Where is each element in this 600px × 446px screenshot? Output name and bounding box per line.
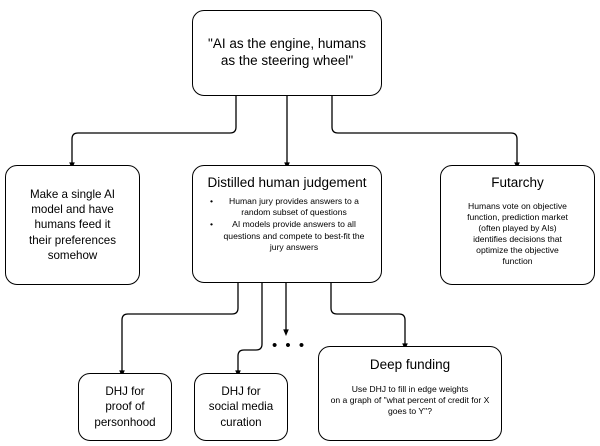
distilled-bullet-list: • Human jury provides answers to a rando…: [199, 196, 375, 255]
node-distilled-human-judgement[interactable]: Distilled human judgement • Human jury p…: [192, 165, 382, 283]
node-ai-engine-humans-steering[interactable]: "AI as the engine, humans as the steerin…: [192, 10, 382, 96]
node-futarchy[interactable]: Futarchy Humans vote on objective functi…: [440, 165, 595, 285]
node-dhj-social-media-text: DHJ for social media curation: [208, 385, 274, 429]
node-title-text: "AI as the engine, humans as the steerin…: [208, 36, 366, 68]
node-futarchy-body: Humans vote on objective function, predi…: [467, 200, 568, 267]
edge-title-to-futarchy: [331, 96, 520, 170]
node-dhj-proof-text: DHJ for proof of personhood: [94, 385, 156, 429]
node-single-ai-model-text: Make a single AI model and have humans f…: [29, 188, 116, 262]
ellipsis-more-applications: • • •: [272, 337, 307, 354]
bullet-marker-icon: •: [210, 219, 214, 230]
node-distilled-heading: Distilled human judgement: [207, 175, 367, 190]
node-single-ai-model-preferences[interactable]: Make a single AI model and have humans f…: [5, 165, 140, 285]
edge-distilled-to-deep-funding: [330, 283, 408, 351]
node-deep-funding[interactable]: Deep funding Use DHJ to fill in edge wei…: [318, 346, 502, 441]
bullet-marker-icon: •: [210, 195, 214, 206]
node-deep-funding-body: Use DHJ to fill in edge weights on a gra…: [330, 383, 490, 416]
list-item: • Human jury provides answers to a rando…: [199, 196, 375, 219]
list-item: • AI models provide answers to all quest…: [199, 219, 375, 253]
edge-distilled-to-dhj-proof-of-personhood: [119, 283, 239, 378]
list-item-label: AI models provide answers to all questio…: [223, 219, 365, 252]
node-futarchy-heading: Futarchy: [491, 175, 544, 190]
list-item-label: Human jury provides answers to a random …: [229, 195, 359, 217]
node-dhj-proof-of-personhood[interactable]: DHJ for proof of personhood: [78, 373, 172, 441]
node-deep-funding-heading: Deep funding: [369, 357, 451, 372]
edge-title-to-single-ai-model: [69, 96, 237, 170]
edge-distilled-to-dhj-social-media-curation: [235, 283, 263, 378]
node-dhj-social-media-curation[interactable]: DHJ for social media curation: [194, 373, 288, 441]
